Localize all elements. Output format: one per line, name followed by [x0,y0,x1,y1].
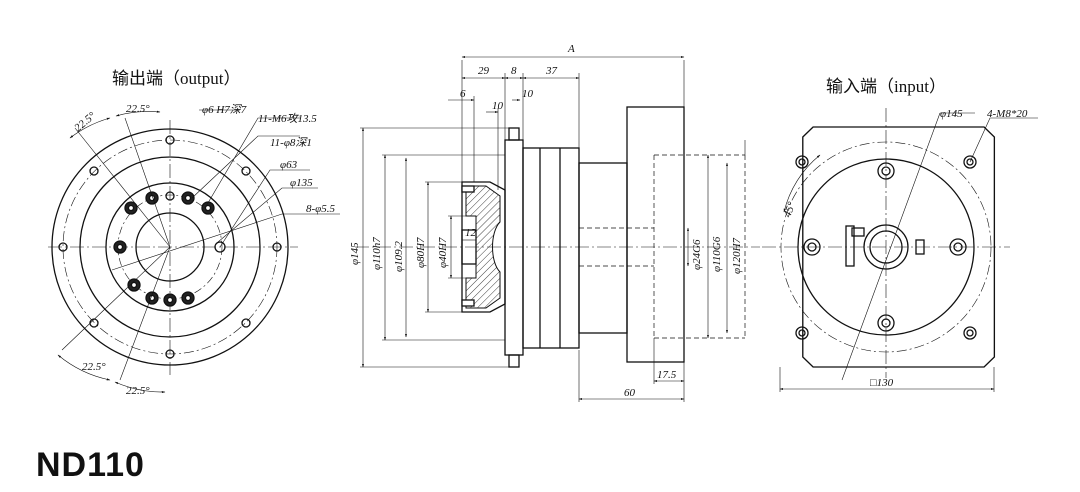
pin-hole-label: φ6 H7深7 [202,103,247,116]
output-view-title: 输出端（output） [112,69,240,88]
output-flange-outer [51,128,289,366]
output-step-circle [79,156,261,338]
angle-label-1: 22.5° [72,110,98,135]
input-square-flange [802,126,996,368]
dim-37: 37 [545,65,558,77]
side-view: A 29 8 37 6 10 10 12 φ145 φ110h7 φ109.2 … [349,43,760,402]
dim-A: A [567,43,575,55]
input-pilot-circle [797,158,975,336]
input-bore [863,224,909,270]
output-bore [135,212,205,282]
dim-10b: 10 [522,88,534,100]
dim-12: 12 [465,227,477,239]
angle-label-3: 22.5° [82,361,106,373]
angle-label-2: 22.5° [126,103,150,115]
dim-8: 8 [511,65,517,77]
input-angle-label: 45° [782,200,799,219]
input-square-label: □130 [870,377,894,389]
dim-dia-120h7: φ120H7 [731,237,743,274]
dim-29: 29 [478,65,490,77]
angle-label-4: 22.5° [126,385,150,397]
input-dia-145-label: φ145 [940,108,963,120]
dim-10a: 10 [492,100,504,112]
outer-holes-label: 8-φ5.5 [306,203,335,215]
counterbore-label: 11-φ8深1 [270,136,312,149]
dim-dia-40h7: φ40H7 [437,237,449,268]
dim-dia-110g6: φ110G6 [711,236,723,272]
inner-holes [803,162,967,332]
dim-dia-109-2: φ109.2 [393,241,405,272]
output-flange [504,139,524,356]
input-flange [626,106,685,363]
dim-60: 60 [624,387,636,399]
pin-hole [214,241,226,253]
input-holes-label: 4-M8*20 [987,108,1028,120]
clamp-screw [845,225,855,267]
input-view: 输入端（input） [762,77,1038,392]
adapter-body [578,162,628,334]
bore-step [461,229,477,265]
dim-dia-24g6: φ24G6 [691,239,703,270]
tapped-hole-label: 11-M6攻13.5 [258,112,317,125]
input-bolt-circle [780,141,992,353]
dim-6: 6 [460,88,466,100]
dim-dia-110h7: φ110h7 [371,237,383,270]
input-view-title: 输入端（input） [826,77,946,96]
dia-63-label: φ63 [280,159,298,171]
dia-135-label: φ135 [290,177,313,189]
output-view: 输出端（output） [48,69,340,397]
dim-dia-145: φ145 [349,242,361,265]
gear-housing [522,147,580,349]
bolt-circle-135 [62,139,278,355]
dim-17-5: 17.5 [657,369,677,381]
dim-dia-80h7: φ80H7 [415,237,427,268]
model-number: ND110 [36,446,145,484]
